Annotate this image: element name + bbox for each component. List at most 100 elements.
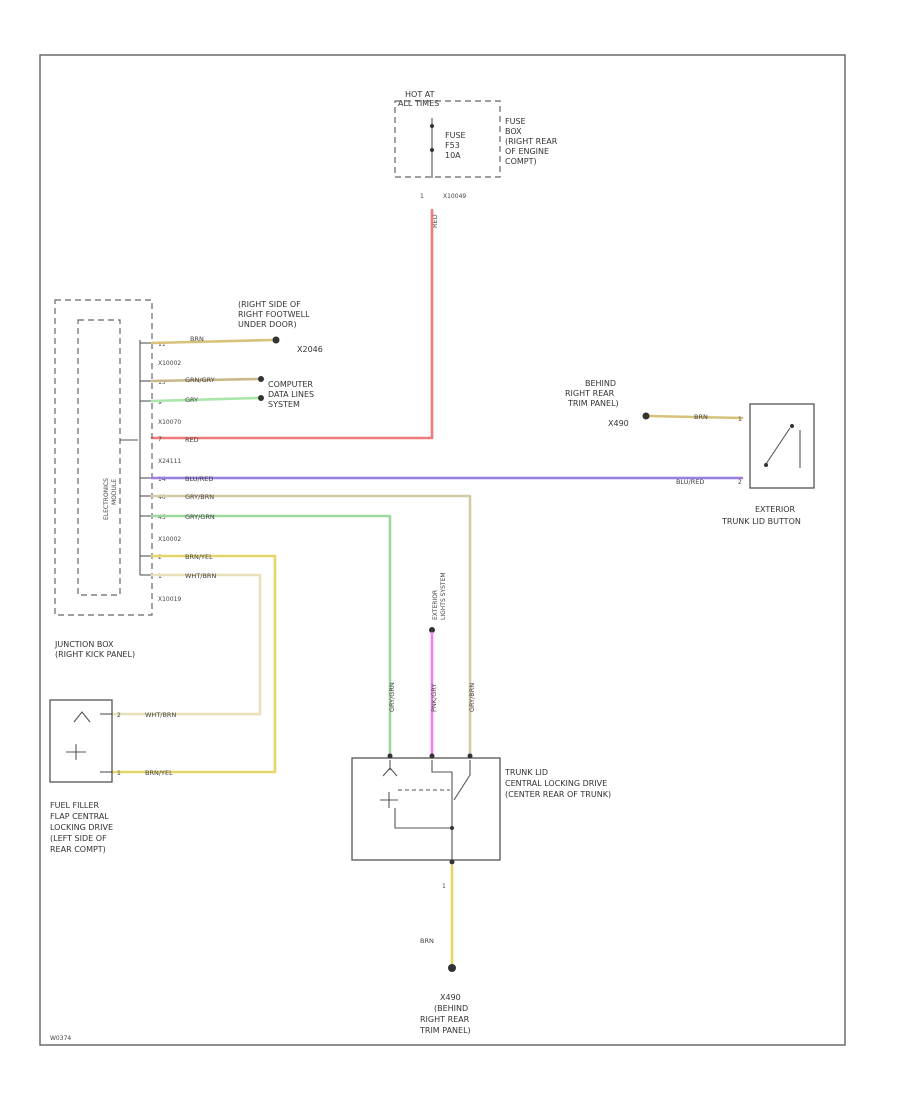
wire-gry-brn xyxy=(150,494,472,757)
data-line-dot-2 xyxy=(258,395,264,401)
wire-brn-upper xyxy=(150,338,275,345)
fuse-box-location-2: BOX xyxy=(505,127,522,136)
footer-code: W0374 xyxy=(50,1035,71,1042)
fuse-box-outline xyxy=(394,100,501,178)
data-lines-2: DATA LINES xyxy=(268,390,314,399)
fuse-box-location-1: FUSE xyxy=(505,117,526,126)
trunk-btn-ground-2: RIGHT REAR xyxy=(565,389,615,398)
fuse-wire-label: RED xyxy=(431,214,439,228)
fuel-flap-caption-5: REAR COMPT) xyxy=(50,845,106,854)
trunk-btn-caption-1: EXTERIOR xyxy=(755,505,796,514)
trunk-drive-ground-1: X490 xyxy=(440,993,461,1002)
exterior-lights-1: EXTERIOR xyxy=(432,590,439,620)
wire-red xyxy=(150,208,434,440)
data-lines-1: COMPUTER xyxy=(268,380,313,389)
fuel-flap-caption-1: FUEL FILLER xyxy=(50,801,99,810)
wire-gry-grn xyxy=(150,514,392,757)
fuse-box: HOT AT ALL TIMES FUSE F53 10A FUSE BOX (… xyxy=(394,90,558,228)
fuel-flap-pin-top: 2 xyxy=(117,712,121,719)
electronics-module-label-1: ELECTRONICS xyxy=(103,478,110,520)
trunk-button-outline xyxy=(749,403,815,489)
trunk-btn-pin-top: 1 xyxy=(738,416,742,423)
trunk-drive-caption-2: CENTRAL LOCKING DRIVE xyxy=(505,779,607,788)
exterior-lights-dot xyxy=(429,627,435,633)
ground-upper-2: RIGHT FOOTWELL xyxy=(238,310,310,319)
trunk-lid-button: BRN 1 BLU/RED 2 BEHIND RIGHT REAR TRIM P… xyxy=(565,379,815,526)
trunk-drive-motor-symbol xyxy=(380,792,452,829)
trunk-drive-bottom-pin: 1 xyxy=(442,883,446,890)
jb-connector-1: X10002 xyxy=(158,360,181,367)
data-lines-3: SYSTEM xyxy=(268,400,300,409)
jb-wire-brn: BRN xyxy=(190,335,204,343)
ground-point-trunk-button xyxy=(642,412,650,420)
fuse-top-terminal xyxy=(430,124,434,128)
fuse-box-location-5: COMPT) xyxy=(505,157,537,166)
fuse-rating-label: 10A xyxy=(445,151,461,160)
electronics-module-label-2: MODULE xyxy=(111,479,118,505)
trunk-drive-ground-4: TRIM PANEL) xyxy=(419,1026,471,1035)
jb-wire-gry-grn: GRY/GRN xyxy=(185,513,215,521)
jb-wire-red: RED xyxy=(185,436,199,444)
fuel-flap-wire-bottom: BRN/YEL xyxy=(145,769,173,777)
trunk-drive-caption-3: (CENTER REAR OF TRUNK) xyxy=(505,790,611,799)
trunk-drive-motor-link xyxy=(382,760,398,777)
trunk-drive-wire-3: GRY/BRN xyxy=(468,683,476,712)
fuse-box-location-3: (RIGHT REAR xyxy=(505,137,558,146)
wire-wht-brn xyxy=(110,573,262,716)
trunk-drive-caption-1: TRUNK LID xyxy=(504,768,548,777)
trunk-btn-pin-bottom: 2 xyxy=(738,479,742,486)
fuel-flap-drive: 2 1 WHT/BRN BRN/YEL FUEL FILLER FLAP CEN… xyxy=(49,699,176,854)
fuel-flap-pin-bottom: 1 xyxy=(117,770,121,777)
trunk-button-switch xyxy=(765,427,791,465)
ground-point-trunk-drive xyxy=(448,964,456,972)
junction-box-outline xyxy=(54,299,153,616)
hot-at-label: HOT AT xyxy=(405,90,435,99)
fuel-flap-caption-2: FLAP CENTRAL xyxy=(50,812,109,821)
exterior-lights-2: LIGHTS SYSTEM xyxy=(440,572,447,620)
fuse-box-location-4: OF ENGINE xyxy=(505,147,549,156)
trunk-drive-wire-1: GRY/GRN xyxy=(388,682,396,712)
jb-pin-45: 45 xyxy=(158,514,166,521)
jb-pin-9: 9 xyxy=(158,399,162,406)
all-times-label: ALL TIMES xyxy=(398,99,439,108)
trunk-drive-wire-2: PNK/GRY xyxy=(430,684,438,712)
fuel-flap-caption-3: LOCKING DRIVE xyxy=(50,823,113,832)
jb-pin-7: 7 xyxy=(158,436,162,443)
fuel-flap-caption-4: (LEFT SIDE OF xyxy=(50,834,107,843)
exterior-lights-link: EXTERIOR LIGHTS SYSTEM xyxy=(429,572,447,757)
trunk-drive-switch xyxy=(431,760,471,860)
trunk-btn-caption-2: TRUNK LID BUTTON xyxy=(721,517,801,526)
jb-wire-wht-brn: WHT/BRN xyxy=(185,572,216,580)
trunk-drive-outline xyxy=(351,757,501,861)
jb-wire-blu-red: BLU/RED xyxy=(185,475,213,483)
jb-connector-3: X24111 xyxy=(158,458,181,465)
ground-upper-1: (RIGHT SIDE OF xyxy=(238,300,301,309)
trunk-lid-drive: GRY/GRN PNK/GRY GRY/BRN TRUNK LID CENTRA… xyxy=(351,682,611,1035)
jb-pin-2: 2 xyxy=(158,554,162,561)
jb-pin-11: 11 xyxy=(158,341,166,348)
jb-connector-5: X10019 xyxy=(158,596,181,603)
fuel-flap-outline xyxy=(49,699,113,783)
ground-upper-3: UNDER DOOR) xyxy=(238,320,297,329)
junction-box-caption-2: (RIGHT KICK PANEL) xyxy=(55,650,135,659)
wire-trunk-btn-brn xyxy=(646,414,744,420)
jb-pin-14: 14 xyxy=(158,476,166,483)
fuse-name-label: FUSE xyxy=(445,131,466,140)
wire-brn-yel xyxy=(110,554,277,774)
trunk-btn-wire-top: BRN xyxy=(694,413,708,421)
jb-wire-gry: GRY xyxy=(185,396,198,404)
data-line-dot-1 xyxy=(258,376,264,382)
fuel-flap-motor-symbol xyxy=(66,744,86,760)
wire-grn-gry xyxy=(150,377,260,383)
diagram-frame xyxy=(39,54,846,1046)
electronics-module-outline xyxy=(77,319,121,596)
fuse-pin-label: 1 xyxy=(420,193,424,200)
jb-wire-gry-brn: GRY/BRN xyxy=(185,493,214,501)
junction-box-caption-1: JUNCTION BOX xyxy=(54,640,114,649)
fuel-flap-wire-top: WHT/BRN xyxy=(145,711,176,719)
ground-point-upper xyxy=(272,336,280,344)
ground-upper-4: X2046 xyxy=(297,345,323,354)
trunk-btn-wire-bottom: BLU/RED xyxy=(676,478,704,486)
jb-pin-stubs xyxy=(140,342,152,576)
